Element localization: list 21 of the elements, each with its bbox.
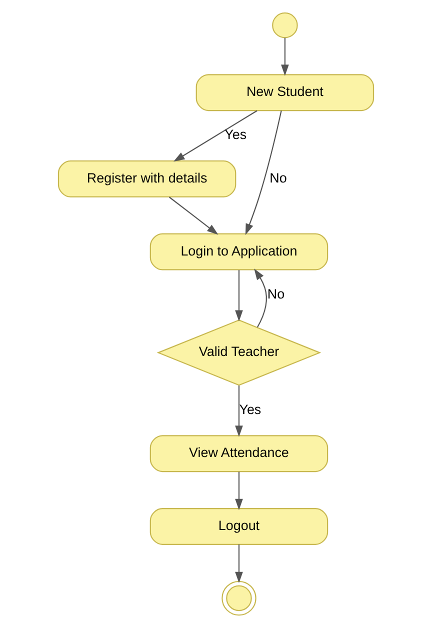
edge-label: No [266,286,284,302]
edge-label: No [269,170,286,186]
node-circle [272,12,298,38]
edge-label: Yes [224,127,246,142]
node-box: New Student [195,74,374,112]
node-box: View Attendance [149,435,328,472]
edge-label: Yes [238,402,261,417]
arrow [234,472,242,510]
node-box: Login to Application [149,233,328,270]
node-diamond: Valid Teacher [156,320,321,386]
node-box: Logout [149,508,328,545]
arrow [254,268,266,328]
arrow [234,270,242,322]
arrow [234,544,242,584]
arrow [172,110,257,162]
arrow [168,196,218,235]
node-circle [221,580,256,616]
node-box: Register with details [57,160,236,198]
arrow [244,110,282,235]
arrow [234,386,242,437]
arrow [280,38,288,76]
